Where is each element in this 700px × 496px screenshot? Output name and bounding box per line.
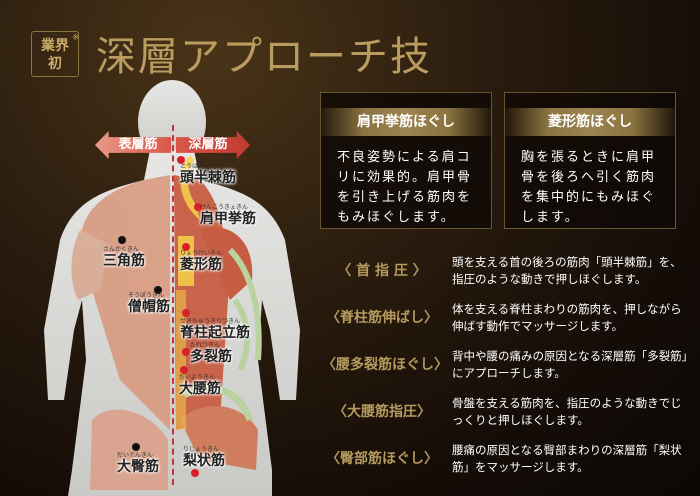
muscle-label: さんかくきん三角筋	[103, 246, 145, 269]
muscle-ruby: せきちゅうきりつきん	[180, 318, 241, 325]
muscle-name: 大腰筋	[179, 381, 221, 397]
feature-box-body: 胸を張るときに肩甲骨を後ろへ引く筋肉を集中的にもみほぐします。	[521, 150, 657, 225]
page-title: 深層アプローチ技	[96, 34, 432, 80]
marker-dot	[154, 286, 162, 294]
muscle-ruby: そうぼうきん	[128, 292, 165, 299]
muscle-name: 脊柱起立筋	[180, 325, 250, 341]
muscle-ruby: けんこうきょきん	[200, 204, 249, 211]
layer-divider-line	[172, 125, 174, 485]
muscle-ruby: さんかくきん	[103, 246, 140, 253]
badge-text: 業界初	[41, 38, 69, 72]
muscle-ruby: たれつきん	[190, 342, 220, 349]
feature-box-levator-scapulae: 肩甲挙筋ほぐし 不良姿勢による肩コリに効果的。肩甲骨を引き上げる筋肉をもみほぐし…	[320, 92, 492, 229]
deep-muscle-label: 深層筋	[188, 137, 228, 152]
marker-dot	[132, 443, 140, 451]
marker-dot	[194, 203, 202, 211]
muscle-label: だいでんきん大臀筋	[117, 452, 159, 475]
muscle-label: けんこうきょきん肩甲挙筋	[200, 204, 256, 227]
marker-dot	[191, 469, 199, 477]
feature-box-body: 不良姿勢による肩コリに効果的。肩甲骨を引き上げる筋肉をもみほぐします。	[337, 150, 473, 225]
surface-muscle-label: 表層筋	[118, 137, 158, 152]
muscle-ruby: だいようきん	[179, 374, 215, 381]
marker-dot	[118, 236, 126, 244]
muscle-label: たれつきん多裂筋	[190, 342, 232, 365]
technique-description: 背中や腰の痛みの原因となる深層筋「多裂筋」にアプローチします。	[452, 349, 688, 380]
marker-dot	[182, 348, 190, 356]
surface-muscles	[71, 175, 170, 490]
technique-name: 〈 首 指 圧 〉	[337, 263, 427, 279]
marker-dot	[182, 243, 190, 251]
feature-box-title: 菱形筋ほぐし	[505, 108, 675, 136]
muscle-name: 菱形筋	[180, 257, 222, 273]
muscle-name: 肩甲挙筋	[200, 211, 256, 227]
technique-name: 〈大腰筋指圧〉	[333, 404, 431, 420]
muscle-name: 三角筋	[103, 253, 145, 269]
technique-name: 〈腰多裂筋ほぐし〉	[322, 357, 448, 373]
feature-box-rhomboid: 菱形筋ほぐし 胸を張るときに肩甲骨を後ろへ引く筋肉を集中的にもみほぐします。	[504, 92, 676, 229]
technique-description: 頭を支える首の後ろの筋肉「頭半棘筋」を、指圧のような動きで押しほぐします。	[452, 255, 682, 286]
muscle-ruby: だいでんきん	[117, 452, 153, 459]
muscle-ruby: りじょうきん	[183, 446, 220, 453]
marker-dot	[182, 309, 190, 317]
muscle-ruby: とうはんきょくきん	[180, 163, 235, 170]
muscle-name: 頭半棘筋	[180, 170, 236, 186]
muscle-ruby: りょうけいきん	[180, 250, 223, 257]
muscle-label: せきちゅうきりつきん脊柱起立筋	[180, 318, 250, 341]
industry-first-badge: 業界初 ※	[31, 31, 79, 77]
muscle-label: だいようきん大腰筋	[179, 374, 221, 397]
badge-note: ※	[72, 33, 79, 42]
feature-box-title: 肩甲挙筋ほぐし	[321, 108, 491, 136]
muscle-name: 僧帽筋	[128, 299, 170, 315]
technique-description: 腰痛の原因となる臀部まわりの深層筋「梨状筋」をマッサージします。	[452, 443, 682, 474]
technique-description: 骨盤を支える筋肉を、指圧のような動きでじっくりと押しほぐします。	[452, 396, 682, 427]
muscle-label: りじょうきん梨状筋	[183, 446, 225, 469]
muscle-name: 梨状筋	[183, 453, 225, 469]
muscle-label: とうはんきょくきん頭半棘筋	[180, 163, 236, 186]
technique-name: 〈臀部筋ほぐし〉	[326, 451, 438, 467]
muscle-name: 大臀筋	[117, 459, 159, 475]
marker-dot	[177, 156, 185, 164]
muscle-name: 多裂筋	[190, 349, 232, 365]
marker-dot	[180, 366, 188, 374]
technique-description: 体を支える脊柱まわりの筋肉を、押しながら伸ばす動作でマッサージします。	[452, 302, 682, 333]
muscle-label: そうぼうきん僧帽筋	[128, 292, 170, 315]
technique-name: 〈脊柱筋伸ばし〉	[326, 310, 438, 326]
muscle-label: りょうけいきん菱形筋	[180, 250, 222, 273]
